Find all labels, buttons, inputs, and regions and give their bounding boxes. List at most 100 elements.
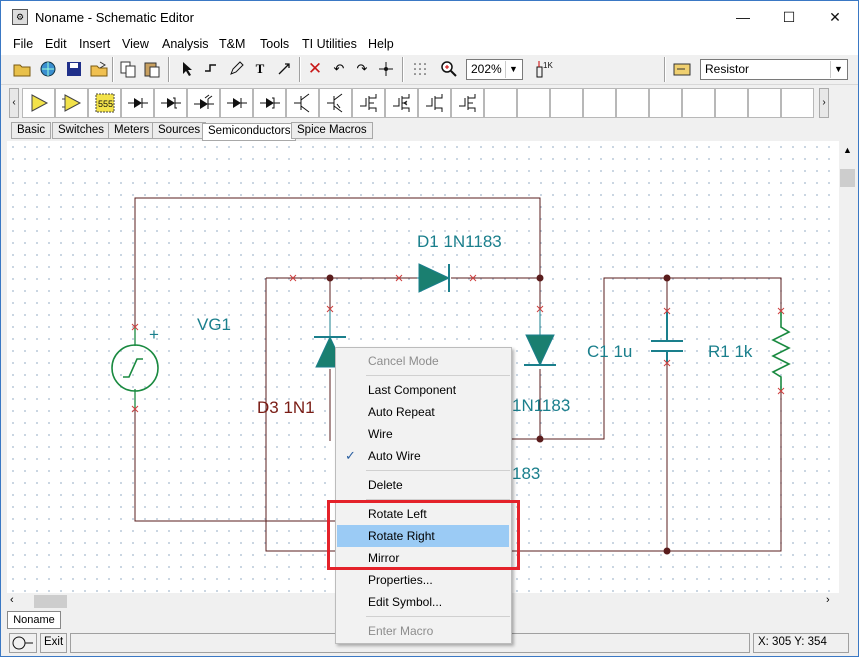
igbt-icon[interactable] (451, 88, 484, 118)
component-select[interactable]: Resistor ▼ (700, 59, 848, 80)
palette-scroll-right[interactable]: › (819, 88, 829, 118)
zener-diode-icon[interactable] (154, 88, 187, 118)
maximize-button[interactable]: ☐ (782, 9, 796, 25)
menu-view[interactable]: View (122, 37, 149, 51)
menu-item-cancel-mode[interactable]: Cancel Mode (368, 354, 439, 368)
junction-icon[interactable] (375, 58, 397, 80)
exit-button[interactable]: Exit (40, 633, 67, 653)
zoom-icon[interactable] (438, 58, 460, 80)
palette-empty-slot[interactable] (748, 88, 781, 118)
open-folder-icon[interactable] (11, 58, 33, 80)
d1-diode (417, 263, 451, 293)
save-icon[interactable] (63, 58, 85, 80)
diode-icon[interactable] (121, 88, 154, 118)
menu-item-enter-macro[interactable]: Enter Macro (368, 624, 434, 638)
select-arrow-icon[interactable] (176, 58, 198, 80)
grid-icon[interactable] (409, 58, 431, 80)
cursor-coordinates: X: 305 Y: 354 (753, 633, 849, 653)
pencil-icon[interactable] (225, 58, 247, 80)
globe-icon[interactable] (37, 58, 59, 80)
paste-icon[interactable] (141, 58, 163, 80)
schottky-diode-icon[interactable] (220, 88, 253, 118)
open-file-icon[interactable] (88, 58, 110, 80)
close-button[interactable]: ✕ (829, 9, 841, 25)
palette-empty-slot[interactable] (517, 88, 550, 118)
insert-component-icon[interactable] (671, 58, 693, 80)
palette-scroll-left[interactable]: ‹ (9, 88, 19, 118)
menu-file[interactable]: File (13, 37, 34, 51)
text-tool-icon[interactable]: T (255, 61, 265, 76)
menu-item-mirror[interactable]: Mirror (368, 551, 400, 565)
toolbar-separator (112, 57, 114, 82)
mosfet-n-icon[interactable] (352, 88, 385, 118)
tunnel-diode-icon[interactable] (253, 88, 286, 118)
delete-icon[interactable]: ✕ (307, 59, 323, 78)
scroll-left-icon[interactable]: ‹ (10, 594, 14, 606)
menu-item-auto-wire[interactable]: ✓ Auto Wire (337, 445, 510, 467)
component-select-value: Resistor (705, 62, 750, 76)
palette-empty-slot[interactable] (583, 88, 616, 118)
opamp-5pin-icon[interactable] (55, 88, 88, 118)
palette-empty-slot[interactable] (781, 88, 814, 118)
window-title: Noname - Schematic Editor (35, 10, 194, 25)
palette-empty-slot[interactable] (715, 88, 748, 118)
menu-item-edit-symbol[interactable]: Edit Symbol... (368, 595, 443, 609)
pnp-transistor-icon[interactable] (319, 88, 352, 118)
tab-meters[interactable]: Meters (108, 122, 156, 139)
probe-icon[interactable] (274, 58, 296, 80)
menu-item-rotate-right[interactable]: Rotate Right (337, 525, 509, 547)
menu-tm[interactable]: T&M (219, 37, 246, 51)
redo-icon[interactable]: ↷ (356, 61, 368, 76)
ic-555-icon[interactable]: 555 (88, 88, 121, 118)
led-icon[interactable] (187, 88, 220, 118)
tab-switches[interactable]: Switches (52, 122, 111, 139)
wire-tool-icon[interactable] (200, 58, 222, 80)
title-bar: ⚙ Noname - Schematic Editor — ☐ ✕ (1, 1, 858, 33)
app-status-icon[interactable] (9, 633, 37, 653)
toolbar: T ✕ ↶ ↷ 202% ▼ 1K Resistor ▼ (1, 55, 858, 85)
undo-icon[interactable]: ↶ (333, 61, 345, 76)
copy-icon[interactable] (117, 58, 139, 80)
menu-edit[interactable]: Edit (45, 37, 67, 51)
palette-empty-slot[interactable] (550, 88, 583, 118)
vg1-source (111, 327, 159, 409)
menu-insert[interactable]: Insert (79, 37, 111, 51)
palette-empty-slot[interactable] (484, 88, 517, 118)
menu-help[interactable]: Help (368, 37, 394, 51)
scroll-right-icon[interactable]: › (826, 594, 830, 606)
vertical-scrollbar[interactable]: ▲ (839, 141, 856, 593)
horizontal-scroll-thumb[interactable] (34, 595, 67, 608)
jfet-icon[interactable] (418, 88, 451, 118)
mosfet-p-icon[interactable] (385, 88, 418, 118)
opamp-icon[interactable] (22, 88, 55, 118)
menu-item-last-component[interactable]: Last Component (368, 383, 457, 397)
menu-tools[interactable]: Tools (260, 37, 290, 51)
zoom-select[interactable]: 202% ▼ (466, 59, 523, 80)
tab-sources[interactable]: Sources (152, 122, 207, 139)
menu-item-wire[interactable]: Wire (368, 427, 393, 441)
tab-spice-macros[interactable]: Spice Macros (291, 122, 373, 139)
toolbar-separator (299, 57, 301, 82)
menu-item-auto-repeat[interactable]: Auto Repeat (368, 405, 435, 419)
chevron-down-icon: ▼ (505, 61, 521, 78)
tab-semiconductors[interactable]: Semiconductors (202, 123, 297, 141)
vertical-scroll-thumb[interactable] (840, 169, 855, 187)
menu-item-rotate-left[interactable]: Rotate Left (368, 507, 427, 521)
menu-ti-utilities[interactable]: TI Utilities (302, 37, 357, 51)
scroll-up-icon[interactable]: ▲ (843, 145, 852, 155)
menu-analysis[interactable]: Analysis (162, 37, 209, 51)
menu-item-delete[interactable]: Delete (368, 478, 403, 492)
palette-tabs: Basic Switches Meters Sources Semiconduc… (1, 121, 858, 141)
component-value-icon[interactable]: 1K (534, 58, 556, 80)
palette-empty-slot[interactable] (616, 88, 649, 118)
menu-item-properties[interactable]: Properties... (368, 573, 433, 587)
minimize-button[interactable]: — (736, 9, 750, 25)
tab-basic[interactable]: Basic (11, 122, 52, 139)
palette-empty-slot[interactable] (682, 88, 715, 118)
npn-transistor-icon[interactable] (286, 88, 319, 118)
d1-label: D1 1N1183 (417, 232, 502, 251)
doc-tab-noname[interactable]: Noname (7, 611, 61, 629)
menu-separator (366, 616, 510, 617)
palette-empty-slot[interactable] (649, 88, 682, 118)
